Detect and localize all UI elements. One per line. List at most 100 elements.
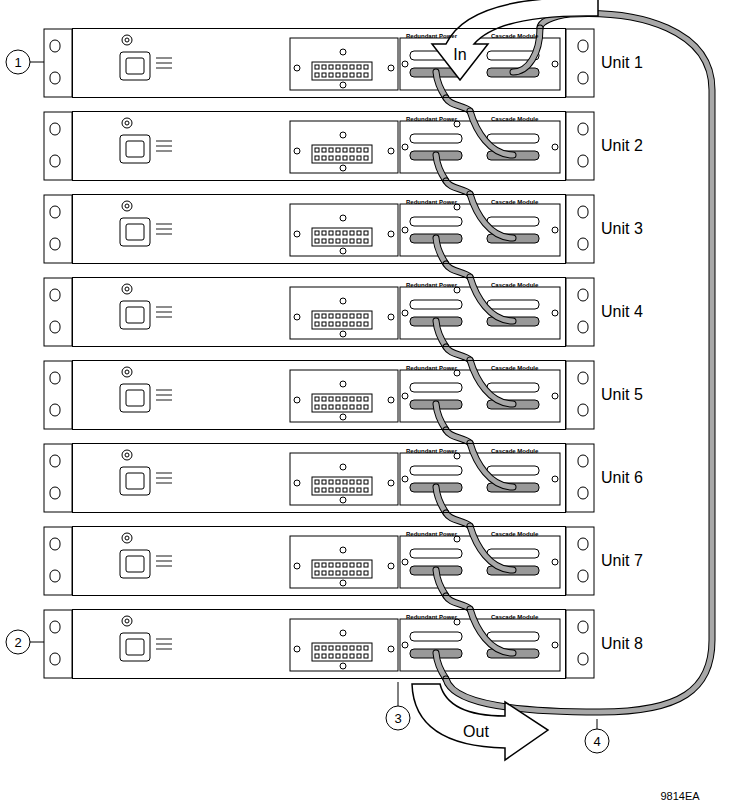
terminal-pin — [336, 563, 340, 567]
terminal-block — [312, 643, 372, 661]
terminal-block — [312, 394, 372, 412]
panel-print: Redundant Power — [406, 33, 457, 40]
terminal-pin — [364, 239, 368, 243]
cable-stub — [436, 321, 446, 347]
terminal-pin — [357, 405, 361, 409]
terminal-pin — [315, 488, 319, 492]
terminal-pin — [350, 646, 354, 650]
terminal-pin — [322, 397, 326, 401]
switch-unit-drawing — [44, 444, 594, 512]
rack-ear — [566, 361, 594, 429]
screw — [552, 61, 558, 67]
screw — [125, 121, 129, 125]
screw — [294, 314, 300, 320]
power-inlet — [120, 384, 150, 412]
cascade-cable — [446, 430, 470, 443]
power-inlet — [126, 307, 144, 323]
screw — [388, 148, 394, 154]
terminal-pin — [343, 654, 347, 658]
unit-label: Unit 5 — [601, 386, 643, 404]
cascade-port — [410, 549, 462, 558]
ear-slot — [578, 40, 588, 52]
terminal-pin — [322, 314, 326, 318]
rating-print — [156, 140, 172, 142]
screw — [340, 580, 346, 586]
terminal-pin — [364, 563, 368, 567]
terminal-pin — [357, 231, 361, 235]
cascade-port — [410, 300, 462, 309]
terminal-pin — [329, 405, 333, 409]
terminal-pin — [336, 65, 340, 69]
terminal-pin — [315, 239, 319, 243]
terminal-pin — [322, 73, 326, 77]
screw — [125, 287, 129, 291]
terminal-pin — [350, 231, 354, 235]
screw — [402, 310, 408, 316]
screw — [122, 35, 132, 45]
terminal-block — [312, 311, 372, 329]
switch-unit-drawing — [44, 361, 594, 429]
rating-print — [156, 228, 172, 230]
power-inlet — [120, 301, 150, 329]
rack-ear — [44, 278, 72, 346]
terminal-pin — [350, 314, 354, 318]
power-inlet — [126, 556, 144, 572]
terminal-pin — [343, 65, 347, 69]
terminal-pin — [357, 563, 361, 567]
panel-print: Cascade Module — [491, 116, 538, 123]
screw — [552, 144, 558, 150]
unit-label: Unit 6 — [601, 469, 643, 487]
rating-print — [156, 643, 172, 645]
terminal-pin — [364, 73, 368, 77]
rating-print — [156, 233, 172, 235]
terminal-pin — [364, 314, 368, 318]
terminal-pin — [322, 156, 326, 160]
switch-unit: Redundant PowerCascade ModuleUnit 3 — [72, 194, 566, 264]
ear-slot — [578, 404, 588, 416]
terminal-pin — [357, 156, 361, 160]
screw — [125, 619, 129, 623]
ear-slot — [578, 206, 588, 218]
terminal-pin — [322, 488, 326, 492]
terminal-pin — [322, 231, 326, 235]
screw — [388, 314, 394, 320]
screw — [388, 480, 394, 486]
screw — [340, 547, 346, 553]
cascade-port — [487, 300, 539, 309]
terminal-pin — [343, 563, 347, 567]
cascade-port — [487, 217, 539, 226]
screw — [340, 630, 346, 636]
cable-outline — [446, 14, 712, 712]
cascade-cable — [446, 347, 470, 360]
terminal-pin — [336, 148, 340, 152]
terminal-block — [312, 145, 372, 163]
terminal-pin — [315, 65, 319, 69]
terminal-pin — [336, 322, 340, 326]
unit-label: Unit 8 — [601, 635, 643, 653]
terminal-pin — [364, 654, 368, 658]
ear-slot — [50, 72, 60, 84]
panel-print: Cascade Module — [491, 282, 538, 289]
screw — [122, 367, 132, 377]
terminal-pin — [329, 488, 333, 492]
cascade-port — [487, 134, 539, 143]
terminal-pin — [357, 488, 361, 492]
screw — [122, 616, 132, 626]
cable-outline — [446, 347, 470, 360]
screw — [294, 563, 300, 569]
terminal-pin — [322, 148, 326, 152]
rack-ear — [44, 112, 72, 180]
callout-number: 1 — [14, 55, 21, 70]
ear-slot — [578, 487, 588, 499]
ear-slot — [50, 321, 60, 333]
rating-print — [156, 638, 172, 640]
terminal-pin — [350, 322, 354, 326]
screw — [125, 536, 129, 540]
terminal-pin — [350, 148, 354, 152]
terminal-block — [312, 62, 372, 80]
ear-slot — [50, 404, 60, 416]
terminal-pin — [357, 322, 361, 326]
terminal-pin — [315, 480, 319, 484]
screw — [340, 82, 346, 88]
switch-unit: Redundant PowerCascade ModuleUnit 8 — [72, 609, 566, 679]
